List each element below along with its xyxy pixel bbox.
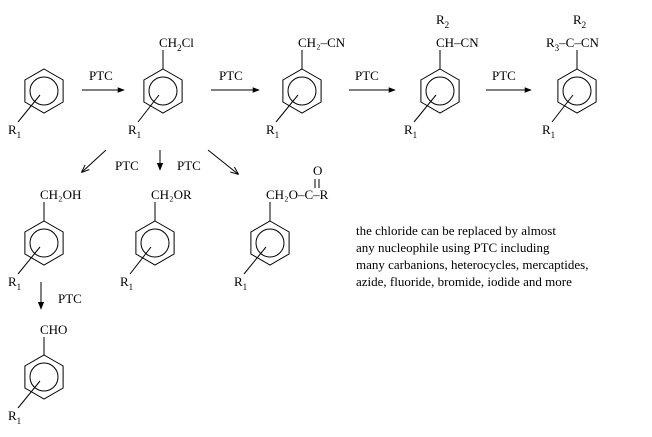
ring-benzyl-nitrile xyxy=(275,50,322,123)
reagent-label: PTC xyxy=(89,68,113,83)
aromatic-circle xyxy=(148,76,178,106)
aromatic-circle xyxy=(29,76,59,106)
molecule-benzyl-chloride: CH2Cl R1 xyxy=(128,35,194,140)
ring-r1-benzene xyxy=(17,68,64,123)
arrow-step-4: PTC xyxy=(486,68,532,93)
reagent-label: PTC xyxy=(355,68,379,83)
r1-label: R1 xyxy=(8,408,21,426)
arrow-to-ester xyxy=(207,149,238,174)
benzene-hexagon xyxy=(24,220,64,266)
r1-bond xyxy=(137,94,160,123)
benzene-hexagon xyxy=(282,68,322,114)
r1-label: R1 xyxy=(234,274,247,292)
arrow-oxidation: PTC xyxy=(37,282,82,310)
aromatic-circle xyxy=(287,76,317,106)
ring-benzyl-chloride xyxy=(137,50,183,123)
r1-bond xyxy=(17,380,41,409)
arrow-to-alcohol xyxy=(82,149,107,172)
r2-label: R2 xyxy=(573,12,586,30)
aromatic-circle xyxy=(29,228,59,258)
molecule-dialkyl-nitrile: R2 R3–C–CN R1 xyxy=(542,12,600,140)
r1-bond xyxy=(275,94,299,123)
molecule-r1-benzene: R1 xyxy=(8,122,21,140)
r1-label: R1 xyxy=(8,122,21,140)
r1-label: R1 xyxy=(266,122,279,140)
note-line: azide, fluoride, bromide, iodide and mor… xyxy=(356,274,572,289)
benzene-hexagon xyxy=(143,68,183,114)
ch2oh-label: CH₂OH xyxy=(40,187,81,202)
molecule-benzaldehyde: CHO R1 xyxy=(8,322,67,426)
cho-label: CHO xyxy=(40,322,67,337)
r1-bond xyxy=(551,94,574,123)
benzene-hexagon xyxy=(135,220,175,266)
ring-monoalkyl-nitrile xyxy=(413,50,460,123)
ch2o-c-r-label: CH₂O–C–R xyxy=(266,187,329,202)
ch2or-label: CH₂OR xyxy=(151,187,192,202)
arrow-step-2: PTC xyxy=(211,68,260,93)
r1-label: R1 xyxy=(120,274,133,292)
benzene-hexagon xyxy=(250,220,290,266)
r1-bond xyxy=(17,246,41,275)
ring-benzyl-ether xyxy=(129,202,175,275)
molecule-benzyl-ether: CH₂OR R1 xyxy=(120,187,192,292)
reagent-label: PTC xyxy=(492,68,516,83)
carbonyl-o-label: O xyxy=(313,163,322,178)
reagent-label: PTC xyxy=(115,158,139,173)
arrow-step-3: PTC xyxy=(349,68,396,93)
molecule-monoalkyl-nitrile: R2 CH–CN R1 xyxy=(404,12,479,140)
r3-label: R3–C–CN xyxy=(546,35,600,53)
benzene-hexagon xyxy=(24,68,64,114)
r1-bond xyxy=(17,94,41,123)
ring-dialkyl-nitrile xyxy=(551,50,597,123)
aromatic-circle xyxy=(425,76,455,106)
r1-label: R1 xyxy=(8,274,21,292)
molecule-benzyl-alcohol: CH₂OH R1 xyxy=(8,187,81,292)
ch2cn-label: CH₂–CN xyxy=(298,35,346,50)
benzene-hexagon xyxy=(420,68,460,114)
r2-label: R2 xyxy=(436,12,449,30)
note-line: the chloride can be replaced by almost xyxy=(356,223,556,238)
arrow-step-1: PTC xyxy=(82,68,125,93)
r1-label: R1 xyxy=(404,122,417,140)
chcn-label: CH–CN xyxy=(436,35,479,50)
molecule-benzyl-nitrile: CH₂–CN R1 xyxy=(266,35,346,140)
r1-bond xyxy=(129,246,152,275)
aromatic-circle xyxy=(140,228,170,258)
aromatic-circle xyxy=(562,76,592,106)
r1-label: R1 xyxy=(128,122,141,140)
reagent-label: PTC xyxy=(219,68,243,83)
r1-bond xyxy=(413,94,437,123)
ring-benzyl-ester xyxy=(243,202,290,275)
molecule-benzyl-ester: O CH₂O–C–R R1 xyxy=(234,163,329,292)
aromatic-circle xyxy=(29,362,59,392)
note-line: any nucleophile using PTC including xyxy=(356,240,550,255)
r1-label: R1 xyxy=(542,122,555,140)
ring-benzaldehyde xyxy=(17,337,64,409)
reagent-label: PTC xyxy=(177,158,201,173)
note-line: many carbanions, heterocycles, mercaptid… xyxy=(356,257,589,272)
benzene-hexagon xyxy=(24,354,64,400)
ch2cl-label: CH2Cl xyxy=(159,35,194,53)
branch-arrows: PTC PTC xyxy=(82,149,238,174)
r1-bond xyxy=(243,246,267,275)
aromatic-circle xyxy=(255,228,285,258)
reagent-label: PTC xyxy=(58,291,82,306)
explanation-note: the chloride can be replaced by almost a… xyxy=(356,222,648,290)
ring-benzyl-alcohol xyxy=(17,202,64,275)
benzene-hexagon xyxy=(557,68,597,114)
